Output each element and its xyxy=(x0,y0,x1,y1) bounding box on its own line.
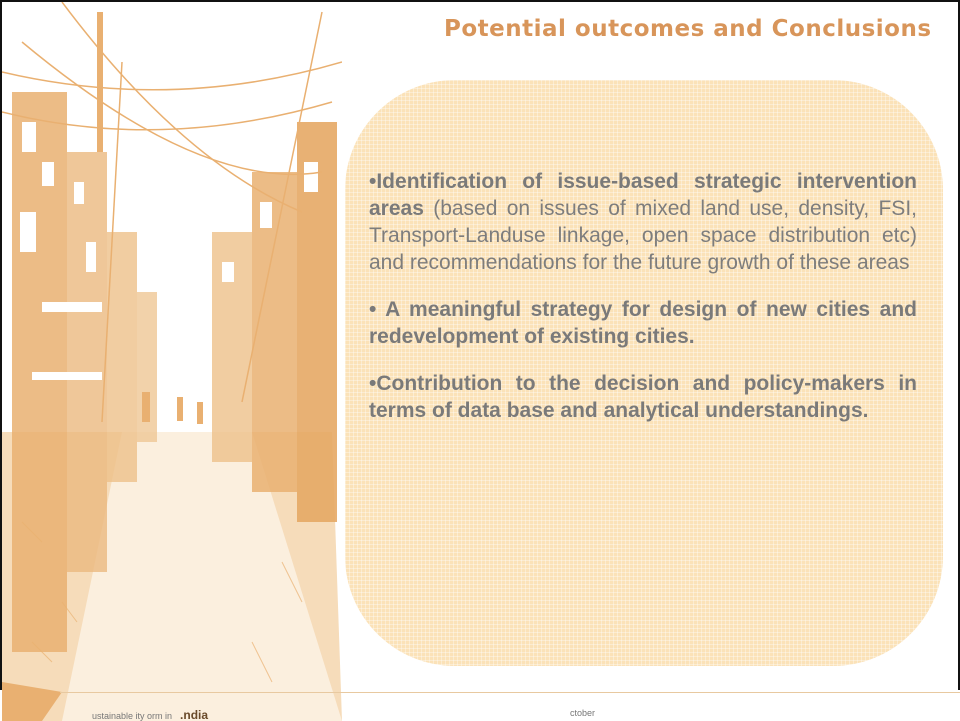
bullet-bold-text: •Identification of issue-based strategic… xyxy=(369,170,917,220)
bullet-item: •Identification of issue-based strategic… xyxy=(369,168,917,276)
bullet-item: • A meaningful strategy for design of ne… xyxy=(369,296,917,350)
content-panel xyxy=(345,80,943,666)
footer-divider xyxy=(60,692,960,693)
bullet-list: •Identification of issue-based strategic… xyxy=(369,168,917,444)
bullet-bold-text: • A meaningful strategy for design of ne… xyxy=(369,298,917,348)
bullet-bold-text: •Contribution to the decision and policy… xyxy=(369,372,917,422)
footer-date: ctober xyxy=(570,708,596,718)
footer-left: ustainable ity orm in .ndia xyxy=(92,708,208,721)
slide-title: Potential outcomes and Conclusions xyxy=(444,16,932,42)
street-sketch-image xyxy=(2,2,342,721)
slide-frame xyxy=(0,0,960,690)
bullet-item: •Contribution to the decision and policy… xyxy=(369,370,917,424)
footer-left-text: ustainable ity orm in xyxy=(92,711,173,721)
bullet-text: (based on issues of mixed land use, dens… xyxy=(369,197,917,274)
footer-logo-mark: .ndia xyxy=(180,708,209,721)
